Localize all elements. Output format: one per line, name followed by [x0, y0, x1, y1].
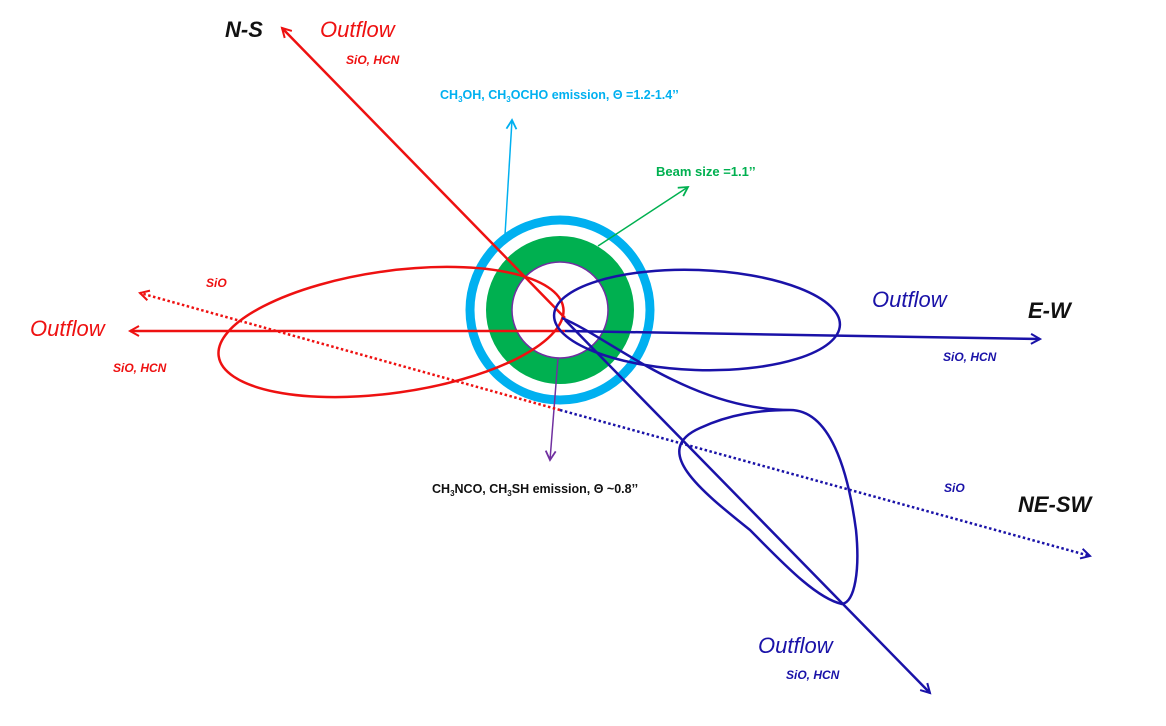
east-species-label: SiO, HCN	[943, 350, 997, 364]
nesw-blue-dotted-arrow	[559, 408, 1090, 556]
ns-red-axis-arrow	[282, 28, 566, 319]
ne-sio-label: SiO	[944, 481, 965, 495]
south-outflow-label: Outflow	[758, 633, 835, 658]
ns-species-label: SiO, HCN	[346, 53, 400, 67]
beam-pointer-arrow	[597, 185, 690, 247]
west-sio-label: SiO	[206, 276, 227, 290]
east-blue-lobe	[552, 268, 842, 372]
ns-outflow-label: Outflow	[320, 17, 397, 42]
cyan-ring	[465, 215, 655, 405]
west-red-lobe	[217, 265, 565, 399]
west-outflow-label: Outflow	[30, 316, 107, 341]
ch3nco-emission-label: CH3NCO, CH3SH emission, Θ ~0.8’’	[432, 482, 638, 498]
east-outflow-label: Outflow	[872, 287, 949, 312]
nesw-axis-title: NE-SW	[1018, 492, 1094, 517]
south-blue-axis-arrow	[564, 319, 930, 693]
west-species-label: SiO, HCN	[113, 361, 167, 375]
ew-axis-title: E-W	[1028, 298, 1073, 323]
ew-blue-axis-arrow	[564, 329, 1040, 339]
ch3oh-pointer-arrow	[504, 118, 518, 236]
beam-size-label: Beam size =1.1’’	[656, 164, 756, 179]
south-species-label: SiO, HCN	[786, 668, 840, 682]
beam-ring	[486, 236, 634, 384]
ch3oh-emission-label: CH3OH, CH3OCHO emission, Θ =1.2-1.4’’	[440, 88, 679, 104]
south-blue-lobe	[561, 316, 859, 606]
ns-axis-title: N-S	[225, 17, 263, 42]
